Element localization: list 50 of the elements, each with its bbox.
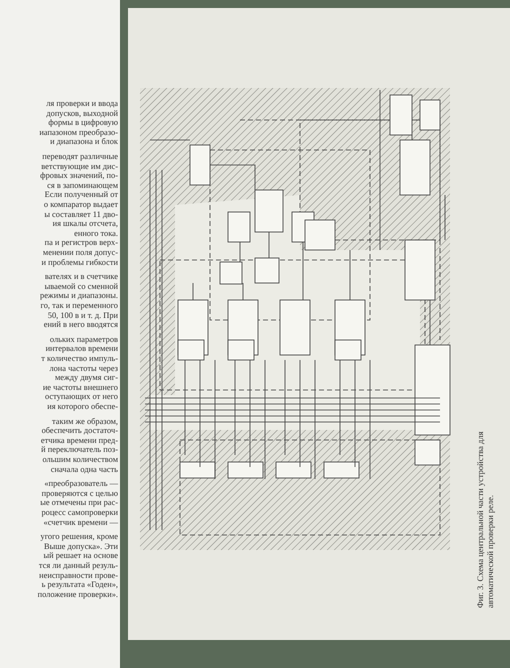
text-line: ений в него вводятся bbox=[44, 320, 118, 330]
text-line: интервалов времени bbox=[46, 344, 118, 354]
text-line: формы в цифровую bbox=[48, 118, 118, 128]
text-line: обеспечить достаточ- bbox=[42, 426, 118, 436]
text-line: «счетчик времени — bbox=[44, 518, 118, 527]
text-line: ый решает на основе bbox=[44, 551, 118, 560]
text-line: го, так и переменного bbox=[40, 301, 118, 310]
text-line: Выше допуска». Эти bbox=[44, 542, 118, 551]
text-line: Если полученный от bbox=[44, 190, 118, 200]
text-line: допусков, выходной bbox=[46, 108, 118, 118]
text-line: ольшим количеством bbox=[42, 455, 118, 464]
text-line: етчика времени пред- bbox=[40, 436, 118, 445]
text-line: ветствующие им дис- bbox=[41, 162, 118, 171]
text-line: ие частоты внешнего bbox=[42, 382, 118, 392]
text-line: между двумя сиг- bbox=[54, 373, 118, 382]
figure-caption: Фиг. 3. Схема центральной части устройства для автоматической проверки реле. bbox=[475, 430, 495, 608]
text-line: угого решения, кроме bbox=[40, 532, 118, 542]
text-line: «преобразователь — bbox=[44, 479, 118, 488]
text-line: ольких параметров bbox=[50, 334, 118, 344]
text-line: менении поля допус- bbox=[42, 248, 118, 257]
text-line: иапазоном преобразо- bbox=[39, 128, 118, 137]
text-line: ля проверки и ввода bbox=[46, 99, 118, 108]
text-line: ы составляет 11 дво- bbox=[44, 210, 118, 219]
text-line: й переключатель поз- bbox=[41, 445, 118, 454]
text-line: 50, 100 в и т. д. При bbox=[48, 310, 118, 320]
text-line: фровых значений, по- bbox=[40, 171, 118, 180]
text-line: т количество импуль- bbox=[41, 354, 118, 363]
text-line: переводят различные bbox=[42, 152, 118, 161]
text-line: ия шкалы отсчета, bbox=[52, 219, 118, 228]
text-line: положение проверки». bbox=[38, 590, 118, 599]
text-line: лона частоты через bbox=[49, 364, 118, 373]
text-line: оступающих от него bbox=[45, 392, 118, 402]
text-line: таким же образом, bbox=[52, 416, 118, 426]
text-line: неисправности прове- bbox=[39, 570, 118, 580]
text-line: ые отмечены при рас- bbox=[40, 498, 118, 508]
text-line: и диапазона и блок bbox=[50, 137, 118, 146]
text-line: проверяются с целью bbox=[42, 488, 118, 498]
text-line: роцесс самопроверки bbox=[41, 508, 118, 517]
text-line: енного тока. bbox=[74, 228, 118, 238]
text-line: ь результата «Годен», bbox=[42, 580, 118, 590]
text-line: режимы и диапазоны. bbox=[40, 291, 118, 300]
text-line: сначала одна часть bbox=[50, 464, 118, 474]
text-line: па и регистров верх- bbox=[44, 238, 118, 248]
text-line: о компаратор выдает bbox=[44, 200, 118, 209]
text-line: и проблемы гибкости bbox=[42, 258, 118, 267]
text-line: вателях и в счетчике bbox=[44, 272, 118, 282]
text-line: ся в запоминающем bbox=[47, 180, 118, 190]
text-line: тся ли данный резуль- bbox=[38, 561, 118, 570]
text-line: ываемой со сменной bbox=[44, 282, 118, 291]
text-line: ия которого обеспе- bbox=[47, 402, 118, 411]
